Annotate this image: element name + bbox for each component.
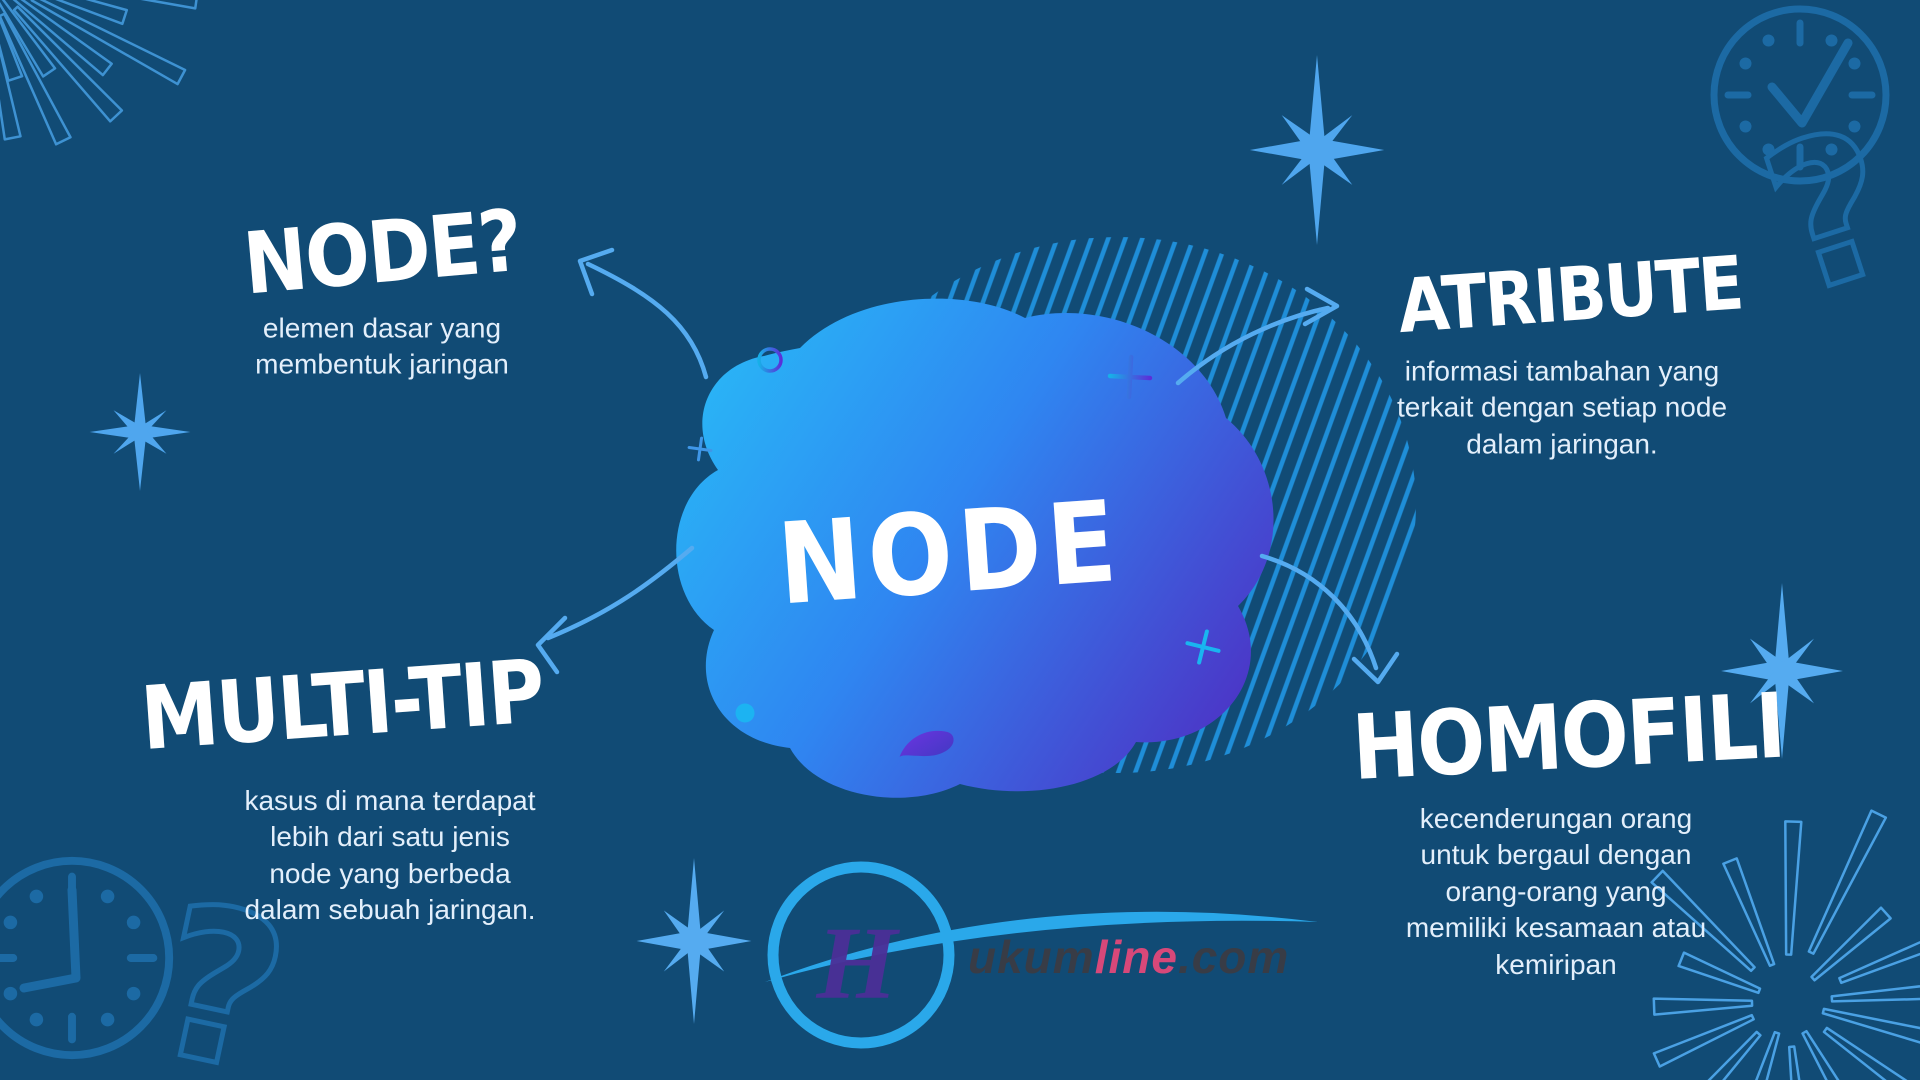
plus-icon [1185,629,1221,665]
teardrop-shape [899,730,954,758]
topic-atribute-description: informasi tambahan yang terkait dengan s… [1396,355,1728,460]
watermark-text-highlight: line [1094,931,1178,983]
mini-circle-icon [757,347,783,373]
topic-homofili-description: kecenderungan orang untuk bergaul dengan… [1405,803,1707,980]
topic-node-description: elemen dasar yang membentuk jaringan [255,312,509,380]
mini-dot [735,703,755,723]
sparkle-star-icon [1246,54,1388,245]
watermark-initial: H [816,905,898,1021]
question-mark-doodle: ? [1740,84,1920,341]
watermark-logo [765,861,1318,1049]
plus-icon [1107,354,1153,400]
arrow-to-multitip [535,545,695,675]
sparkle-star-icon [87,373,193,491]
sparkle-star-icon [633,858,755,1024]
watermark-swoosh [765,911,1318,982]
plus-icon [687,436,713,462]
center-node-label: NODE [773,475,1127,631]
watermark-text: ukumline.com [968,930,1289,984]
arrow-to-node [577,247,709,380]
topic-multitip-description: kasus di mana terdapat lebih dari satu j… [244,785,536,926]
clock-question-top-right-icon: ? [1714,9,1920,344]
arrow-to-homofili [1259,553,1400,685]
watermark-text-suffix: .com [1177,931,1290,983]
arrow-to-atribute [1175,286,1340,386]
center-blob [676,298,1274,798]
watermark-circle [767,861,955,1049]
watermark-text-prefix: ukum [968,931,1095,983]
sunburst-top-left-icon [0,0,199,146]
